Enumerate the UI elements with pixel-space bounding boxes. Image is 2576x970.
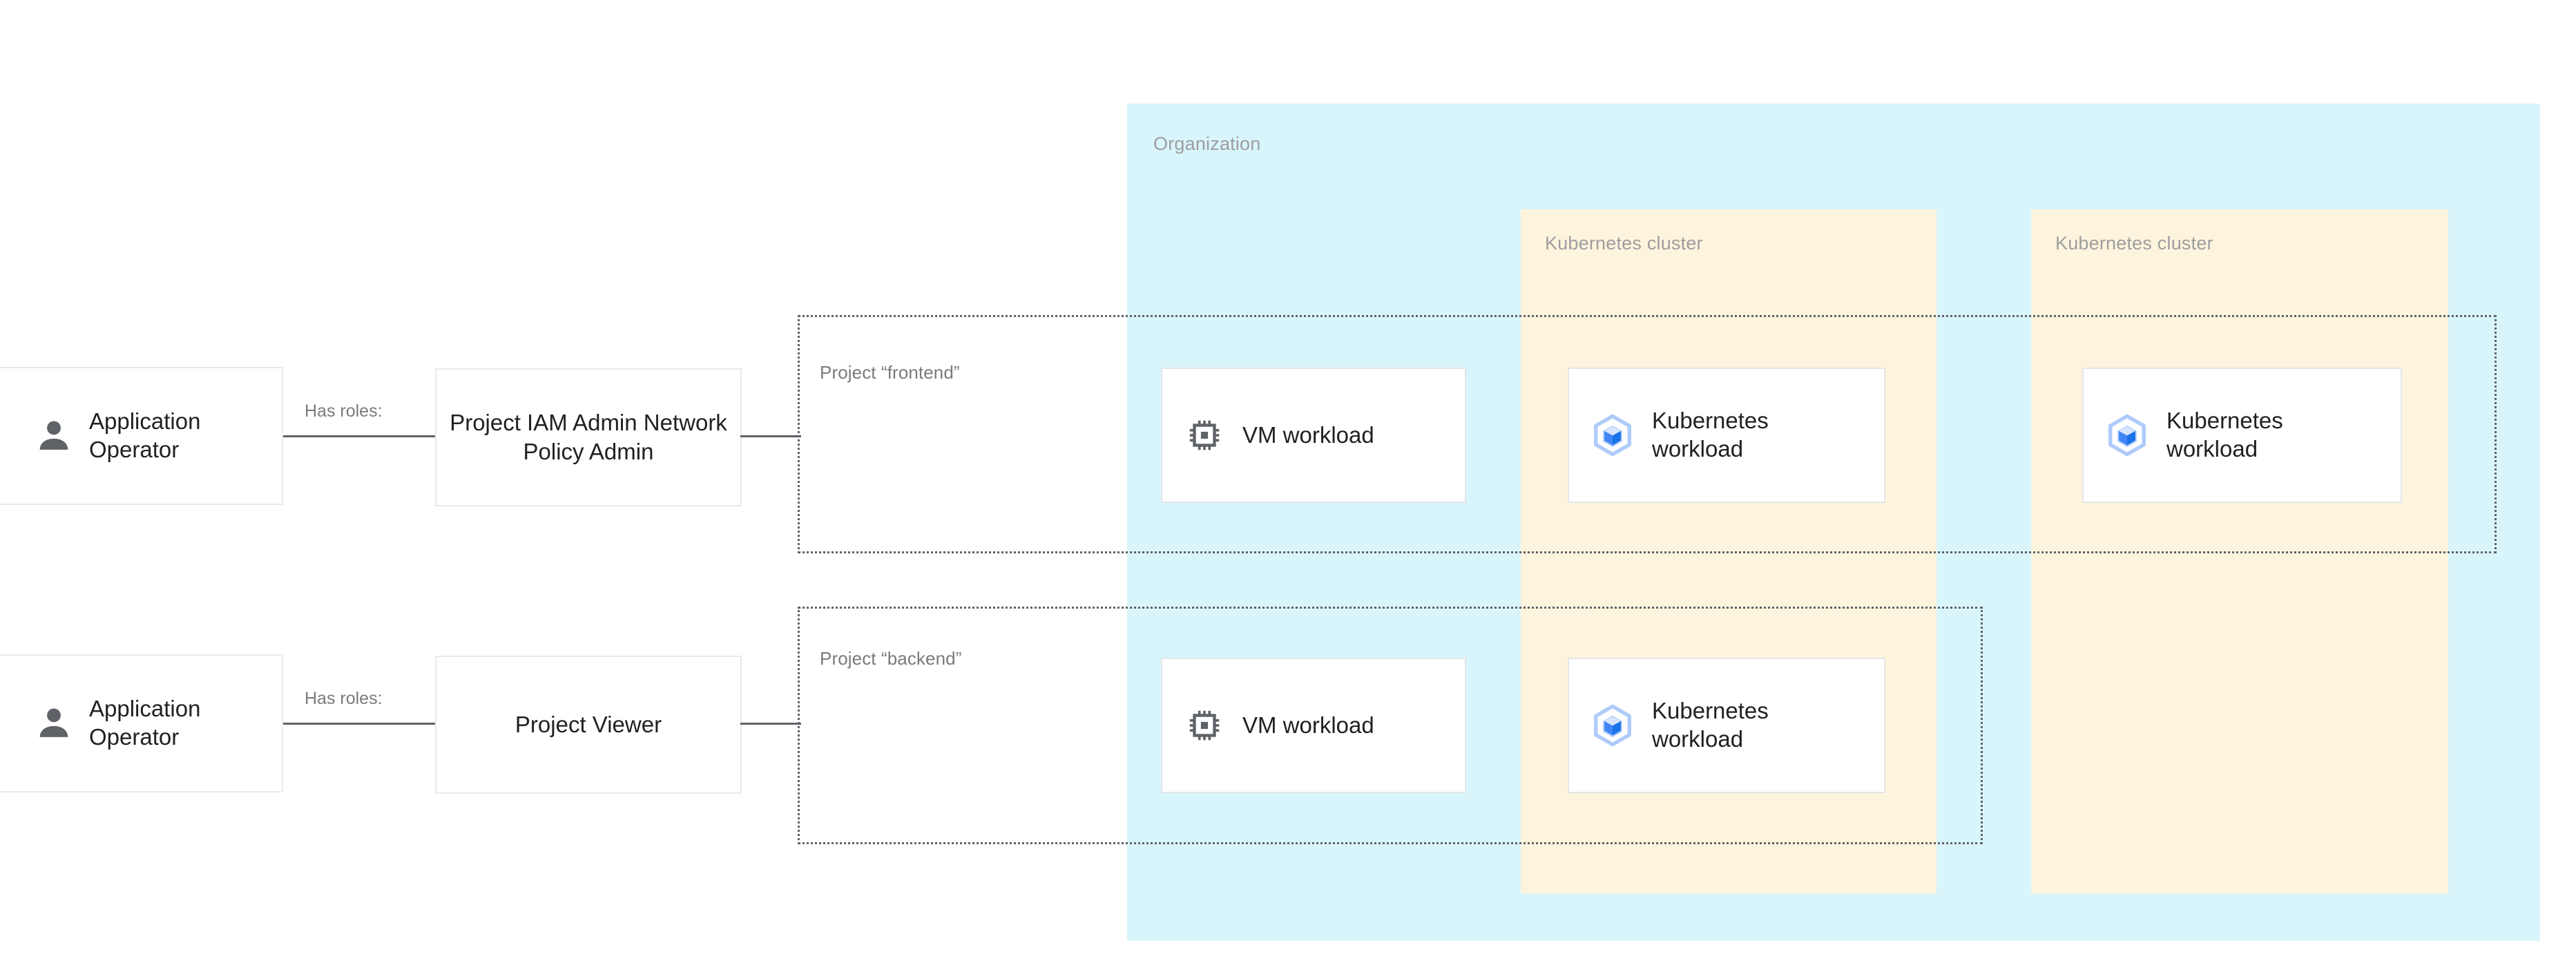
organization-label: Organization <box>1153 133 1261 154</box>
kubernetes-workload-icon <box>1594 704 1631 747</box>
vm-chip-icon <box>1189 710 1220 741</box>
connector-label-has-roles-2: Has roles: <box>305 689 383 708</box>
workload-card-kubernetes-frontend-cluster1: Kubernetes workload <box>1568 368 1885 503</box>
workload-card-vm-frontend: VM workload <box>1161 368 1466 503</box>
kubernetes-cluster-label-1: Kubernetes cluster <box>1545 233 1703 254</box>
connector-role-to-project-2 <box>740 723 801 725</box>
role-label-1: Project IAM Admin Network Policy Admin <box>450 410 727 464</box>
kubernetes-workload-icon <box>2108 414 2146 457</box>
workload-content: Kubernetes workload <box>1569 407 1797 464</box>
role-box-1: Project IAM Admin Network Policy Admin <box>435 368 742 506</box>
vm-chip-icon <box>1189 420 1220 450</box>
workload-card-kubernetes-backend-cluster1: Kubernetes workload <box>1568 658 1885 793</box>
project-frontend-boundary <box>798 315 2497 553</box>
workload-card-kubernetes-frontend-cluster2: Kubernetes workload <box>2082 368 2402 503</box>
project-frontend-label: Project “frontend” <box>820 362 960 383</box>
role-label-2: Project Viewer <box>515 712 662 738</box>
persona-content: Application Operator <box>21 695 234 752</box>
role-box-2: Project Viewer <box>435 656 742 794</box>
connector-persona-to-role-2-left <box>283 723 436 725</box>
project-backend-label: Project “backend” <box>820 648 962 669</box>
workload-card-vm-backend: VM workload <box>1161 658 1466 793</box>
workload-content: VM workload <box>1162 705 1374 745</box>
project-backend-boundary <box>798 607 1983 844</box>
kubernetes-cluster-label-2: Kubernetes cluster <box>2055 233 2213 254</box>
workload-content: Kubernetes workload <box>2084 407 2311 464</box>
workload-label: VM workload <box>1242 712 1374 738</box>
connector-label-has-roles-1: Has roles: <box>305 401 383 421</box>
connector-role-to-project-1 <box>740 435 801 437</box>
workload-content: VM workload <box>1162 415 1374 455</box>
persona-box-application-operator-2: Application Operator <box>0 654 283 792</box>
persona-box-application-operator-1: Application Operator <box>0 367 283 505</box>
workload-label: Kubernetes workload <box>1652 408 1769 462</box>
persona-label: Application Operator <box>89 408 201 462</box>
workload-label: Kubernetes workload <box>2166 408 2283 462</box>
person-icon <box>39 708 68 737</box>
workload-label: Kubernetes workload <box>1652 698 1769 752</box>
person-icon <box>39 421 68 450</box>
persona-content: Application Operator <box>21 408 234 464</box>
workload-label: VM workload <box>1242 421 1374 448</box>
persona-label: Application Operator <box>89 696 201 750</box>
kubernetes-workload-icon <box>1594 414 1631 457</box>
workload-content: Kubernetes workload <box>1569 697 1797 754</box>
connector-persona-to-role-1-left <box>283 435 436 437</box>
